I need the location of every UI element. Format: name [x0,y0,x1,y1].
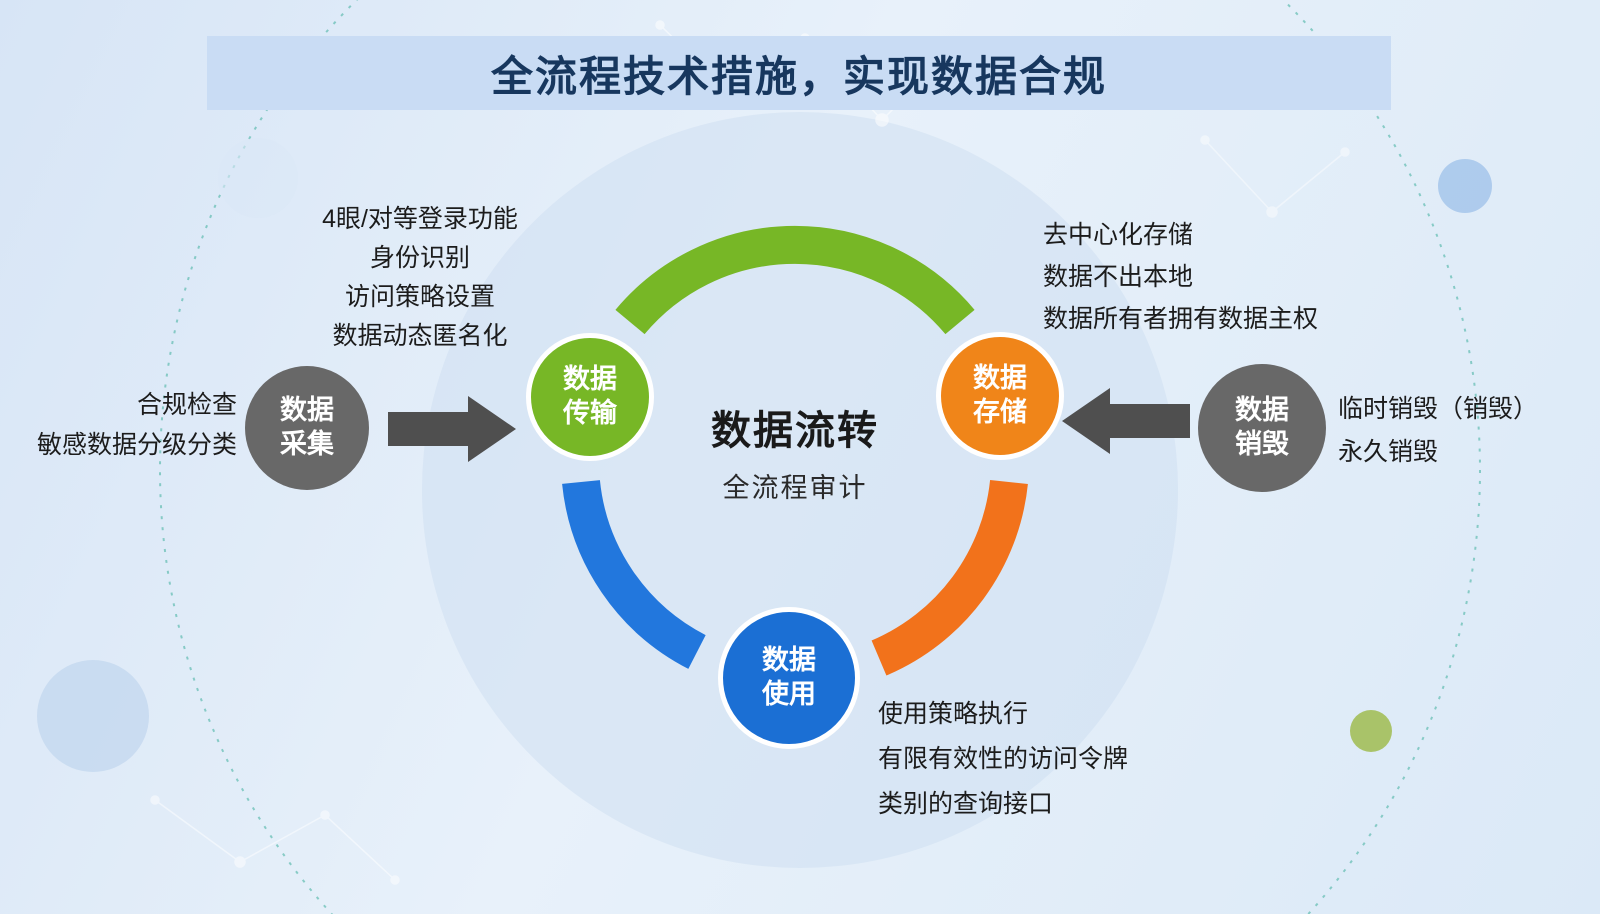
center-title: 数据流转 [711,409,879,453]
node-data-destruction: 数据 销毁 [1198,364,1326,492]
node-label-line: 数据 [973,363,1027,394]
node-data-collection: 数据 采集 [245,366,369,490]
annotation-line: 合规检查 [136,391,237,419]
annotation-line: 4眼/对等登录功能 [322,205,518,233]
annotation-line: 有限有效性的访问令牌 [878,745,1129,773]
dotted-orbit-circle [159,0,1481,914]
node-data-usage: 数据 使用 [718,607,860,749]
node-label-line: 数据 [563,364,617,395]
constellation-bottom-left [150,795,400,885]
annotation-line: 使用策略执行 [878,700,1029,728]
annotation-line: 数据动态匿名化 [332,322,508,350]
annotation-line: 身份识别 [369,244,470,272]
ring-arc-blue [562,479,706,669]
node-label-line: 销毁 [1235,429,1289,459]
decor-circle-top-left [218,138,298,218]
node-label-line: 数据 [280,395,334,426]
soft-center-circle [422,112,1178,868]
annotation-storage: 去中心化存储 数据不出本地 数据所有者拥有数据主权 [1043,214,1318,340]
node-label-line: 数据 [762,645,816,676]
arrow-left-icon [1062,388,1190,454]
annotation-line: 去中心化存储 [1043,221,1194,249]
node-label-line: 采集 [280,429,334,459]
ring-arc-orange [871,479,1028,676]
title-banner: 全流程技术措施，实现数据合规 [207,36,1391,110]
node-label-line: 数据 [1235,395,1289,426]
annotation-line: 数据不出本地 [1043,263,1194,291]
annotation-line: 访问策略设置 [344,283,495,311]
annotation-transfer: 4眼/对等登录功能 身份识别 访问策略设置 数据动态匿名化 [250,200,590,356]
annotation-usage: 使用策略执行 有限有效性的访问令牌 类别的查询接口 [878,692,1128,827]
node-data-transfer: 数据 传输 [526,333,654,461]
annotation-line: 数据所有者拥有数据主权 [1043,305,1319,333]
page-title: 全流程技术措施，实现数据合规 [490,52,1107,100]
center-label: 数据流转 全流程审计 [645,398,945,505]
decor-circle-green [1350,710,1392,752]
annotation-destruction: 临时销毁（销毁） 永久销毁 [1338,388,1538,474]
annotation-collection: 合规检查 敏感数据分级分类 [5,385,237,465]
annotation-line: 永久销毁 [1338,438,1439,466]
center-subtitle: 全流程审计 [722,473,868,503]
annotation-line: 类别的查询接口 [878,790,1054,818]
node-data-storage: 数据 存储 [936,332,1064,460]
decor-circle-top-right [1438,159,1492,213]
ring-arc-green [615,225,975,335]
node-label-line: 存储 [973,397,1027,427]
annotation-line: 敏感数据分级分类 [36,431,237,459]
arrow-right-icon [388,396,516,462]
node-label-line: 传输 [563,398,617,428]
constellation-right [1200,135,1350,218]
decor-circle-left [37,660,149,772]
annotation-line: 临时销毁（销毁） [1338,395,1539,423]
node-label-line: 使用 [762,679,816,709]
